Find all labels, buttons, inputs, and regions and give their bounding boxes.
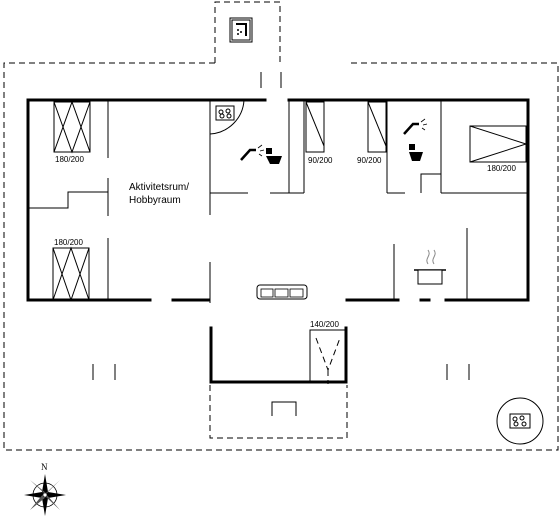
bed-room-d: 180/200 [469, 125, 528, 173]
shower-icon [240, 144, 265, 161]
interior-walls [28, 100, 528, 303]
bed-room-a-bottom: 180/200 [52, 238, 90, 302]
annex-walls [209, 326, 348, 416]
hot-tub-icon [209, 99, 245, 135]
terrace-outline [3, 1, 559, 451]
bed-size-label: 90/200 [308, 156, 333, 165]
compass-rose-icon: N [24, 462, 66, 516]
activity-room-label: Aktivitetsrum/ Hobbyraum [129, 182, 189, 206]
hot-tub-icon [496, 397, 544, 445]
terrace-posts [92, 364, 470, 380]
bed-size-label: 140/200 [310, 320, 339, 329]
outdoor-shower [229, 17, 253, 43]
svg-text:Hobbyraum: Hobbyraum [129, 195, 181, 206]
exterior-walls [26, 98, 530, 302]
bed-room-b: 90/200 [305, 101, 333, 165]
entrance-posts [260, 72, 282, 88]
shower-icon [403, 118, 428, 135]
bed-size-label: 90/200 [357, 156, 382, 165]
bed-size-label: 180/200 [55, 155, 84, 164]
bed-loft: 140/200 [309, 320, 347, 384]
svg-text:Aktivitetsrum/: Aktivitetsrum/ [129, 182, 189, 193]
bed-room-a-top: 180/200 [53, 100, 91, 164]
bed-room-c: 90/200 [357, 101, 387, 165]
toilet-icon [409, 144, 423, 161]
bed-size-label: 180/200 [487, 164, 516, 173]
cooking-pot-icon [414, 249, 446, 285]
sofa-icon [256, 284, 308, 300]
shower-icon [231, 19, 251, 41]
north-label: N [41, 462, 48, 472]
toilet-icon [266, 148, 282, 164]
bed-size-label: 180/200 [54, 238, 83, 247]
